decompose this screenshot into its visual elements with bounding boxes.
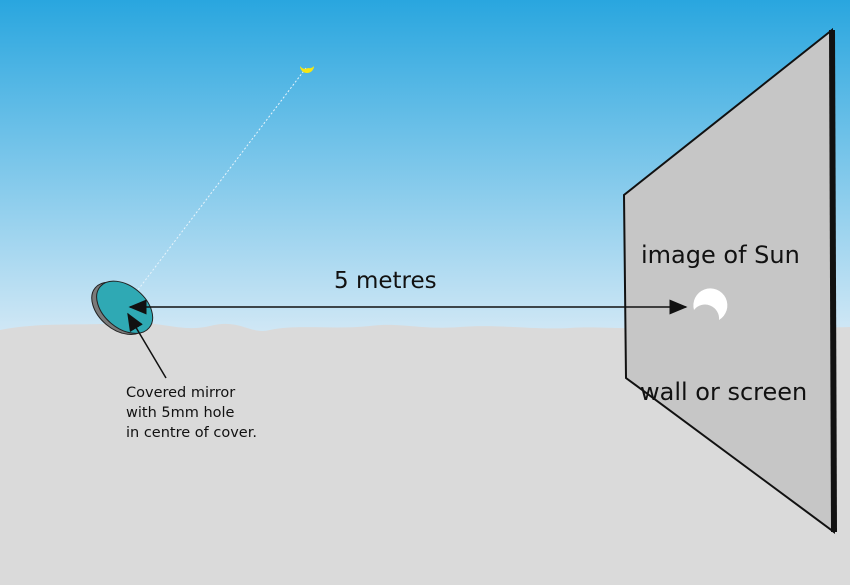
ground <box>0 322 850 585</box>
sun-icon <box>300 66 314 73</box>
sun-image <box>693 288 728 320</box>
distance-label: 5 metres <box>334 268 437 294</box>
sun-ray <box>127 67 307 304</box>
caption-line: in centre of cover. <box>126 425 257 441</box>
caption-line: with 5mm hole <box>126 405 235 421</box>
mirror-caption: Covered mirror with 5mm hole in centre o… <box>126 383 326 443</box>
wall-edge <box>829 29 837 533</box>
wall-label: wall or screen <box>640 378 808 406</box>
caption-line: Covered mirror <box>126 385 236 401</box>
caption-pointer <box>127 312 167 379</box>
image-of-sun-label: image of Sun <box>641 241 800 269</box>
